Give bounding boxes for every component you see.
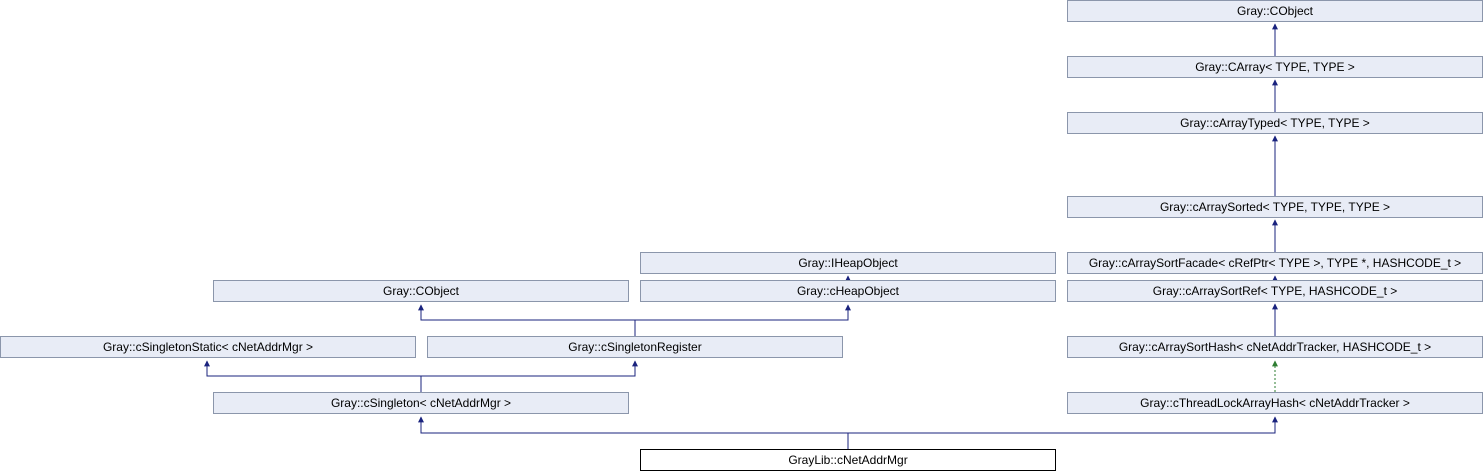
node-gray-csingletonstatic[interactable]: Gray::cSingletonStatic< cNetAddrMgr > xyxy=(0,336,416,358)
node-gray-iheapobject[interactable]: Gray::IHeapObject xyxy=(640,252,1056,274)
node-gray-carraysorthash[interactable]: Gray::cArraySortHash< cNetAddrTracker, H… xyxy=(1067,336,1483,358)
node-gray-carraysortfacade[interactable]: Gray::cArraySortFacade< cRefPtr< TYPE >,… xyxy=(1067,252,1483,274)
node-gray-cobject-left[interactable]: Gray::CObject xyxy=(213,280,629,302)
edge-singleton-to-static xyxy=(204,360,422,392)
edge-netaddrmgr-to-threadlock xyxy=(848,416,1278,434)
node-gray-csingleton[interactable]: Gray::cSingleton< cNetAddrMgr > xyxy=(213,392,629,414)
node-gray-cheapobject[interactable]: Gray::cHeapObject xyxy=(640,280,1056,302)
edge-register-to-cobject xyxy=(418,304,636,336)
node-gray-carraysorted[interactable]: Gray::cArraySorted< TYPE, TYPE, TYPE > xyxy=(1067,196,1483,218)
edge-singleton-to-register xyxy=(421,360,638,377)
node-gray-cobject-right[interactable]: Gray::CObject xyxy=(1067,0,1483,22)
edge-register-to-cheapobject xyxy=(635,304,851,321)
node-gray-csingletonregister[interactable]: Gray::cSingletonRegister xyxy=(427,336,843,358)
node-gray-carraytyped[interactable]: Gray::cArrayTyped< TYPE, TYPE > xyxy=(1067,112,1483,134)
node-graylib-cnetaddrmgr[interactable]: GrayLib::cNetAddrMgr xyxy=(640,449,1056,471)
node-gray-carraysortref[interactable]: Gray::cArraySortRef< TYPE, HASHCODE_t > xyxy=(1067,280,1483,302)
node-gray-carray[interactable]: Gray::CArray< TYPE, TYPE > xyxy=(1067,56,1483,78)
edge-netaddrmgr-to-singleton xyxy=(418,416,849,449)
node-gray-cthreadlockarrayhash[interactable]: Gray::cThreadLockArrayHash< cNetAddrTrac… xyxy=(1067,392,1483,414)
